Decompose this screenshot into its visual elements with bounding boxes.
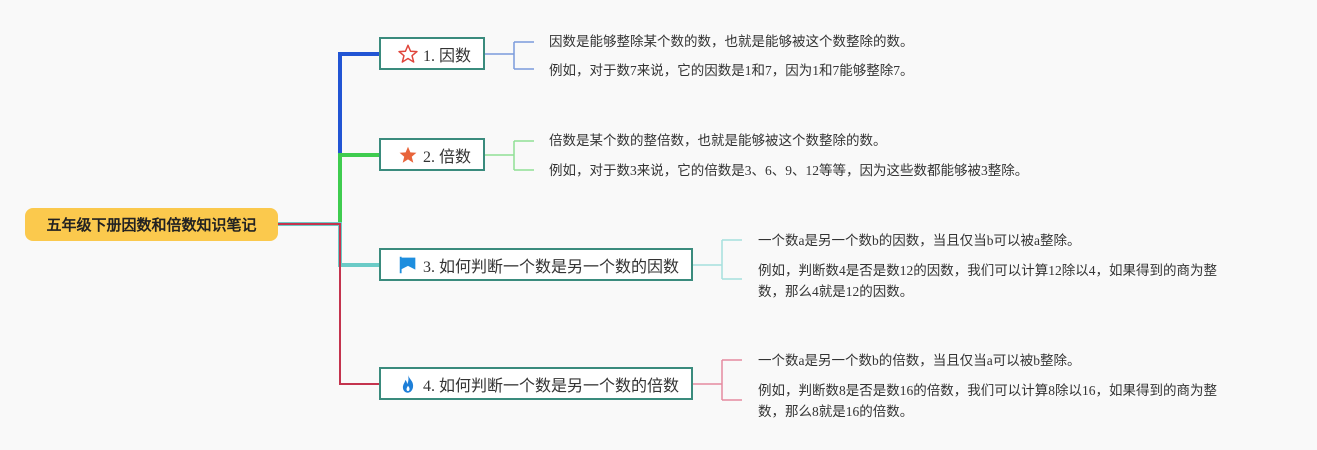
star-outline-icon <box>397 43 419 65</box>
connector-branch-1-leaves <box>484 41 534 70</box>
leaf-text: 一个数a是另一个数b的倍数，当且仅当a可以被b整除。 <box>758 353 1081 368</box>
connector-root-branch-3 <box>278 222 380 267</box>
branch-label: 2. 倍数 <box>423 148 472 166</box>
connector-root-branch-1 <box>278 52 380 226</box>
branch-node-judge-factor[interactable]: 3. 如何判断一个数是另一个数的因数 <box>379 248 693 281</box>
star-filled-icon <box>397 144 419 166</box>
branch-node-factors[interactable]: 1. 因数 <box>379 37 485 70</box>
branch-label: 1. 因数 <box>423 47 472 65</box>
connector-branch-2-leaves <box>484 140 534 171</box>
leaf-text: 例如，对于数7来说，它的因数是1和7，因为1和7能够整除7。 <box>549 63 914 78</box>
connector-branch-3-leaves <box>692 239 742 280</box>
branch-label: 4. 如何判断一个数是另一个数的倍数 <box>423 377 680 395</box>
branch-label: 3. 如何判断一个数是另一个数的因数 <box>423 258 680 276</box>
leaf-text: 因数是能够整除某个数的数，也就是能够被这个数整除的数。 <box>549 34 914 49</box>
leaf-text: 一个数a是另一个数b的因数，当且仅当b可以被a整除。 <box>758 233 1081 248</box>
connector-branch-4-leaves <box>692 359 742 401</box>
branch-node-multiples[interactable]: 2. 倍数 <box>379 138 485 171</box>
leaf-text: 例如，对于数3来说，它的倍数是3、6、9、12等等，因为这些数都能够被3整除。 <box>549 163 1029 178</box>
connector-root-branch-4 <box>278 223 380 385</box>
flag-icon <box>397 254 419 276</box>
branch-node-judge-multiple[interactable]: 4. 如何判断一个数是另一个数的倍数 <box>379 367 693 400</box>
flame-icon <box>397 373 419 395</box>
leaf-text: 例如，判断数8是否是数16的倍数，我们可以计算8除以16，如果得到的商为整数，那… <box>758 383 1217 419</box>
leaf-text: 例如，判断数4是否是数12的因数，我们可以计算12除以4，如果得到的商为整数，那… <box>758 263 1217 299</box>
root-node[interactable]: 五年级下册因数和倍数知识笔记 <box>25 208 278 241</box>
leaf-text: 倍数是某个数的整倍数，也就是能够被这个数整除的数。 <box>549 133 887 148</box>
connector-root-branch-2 <box>278 153 380 226</box>
